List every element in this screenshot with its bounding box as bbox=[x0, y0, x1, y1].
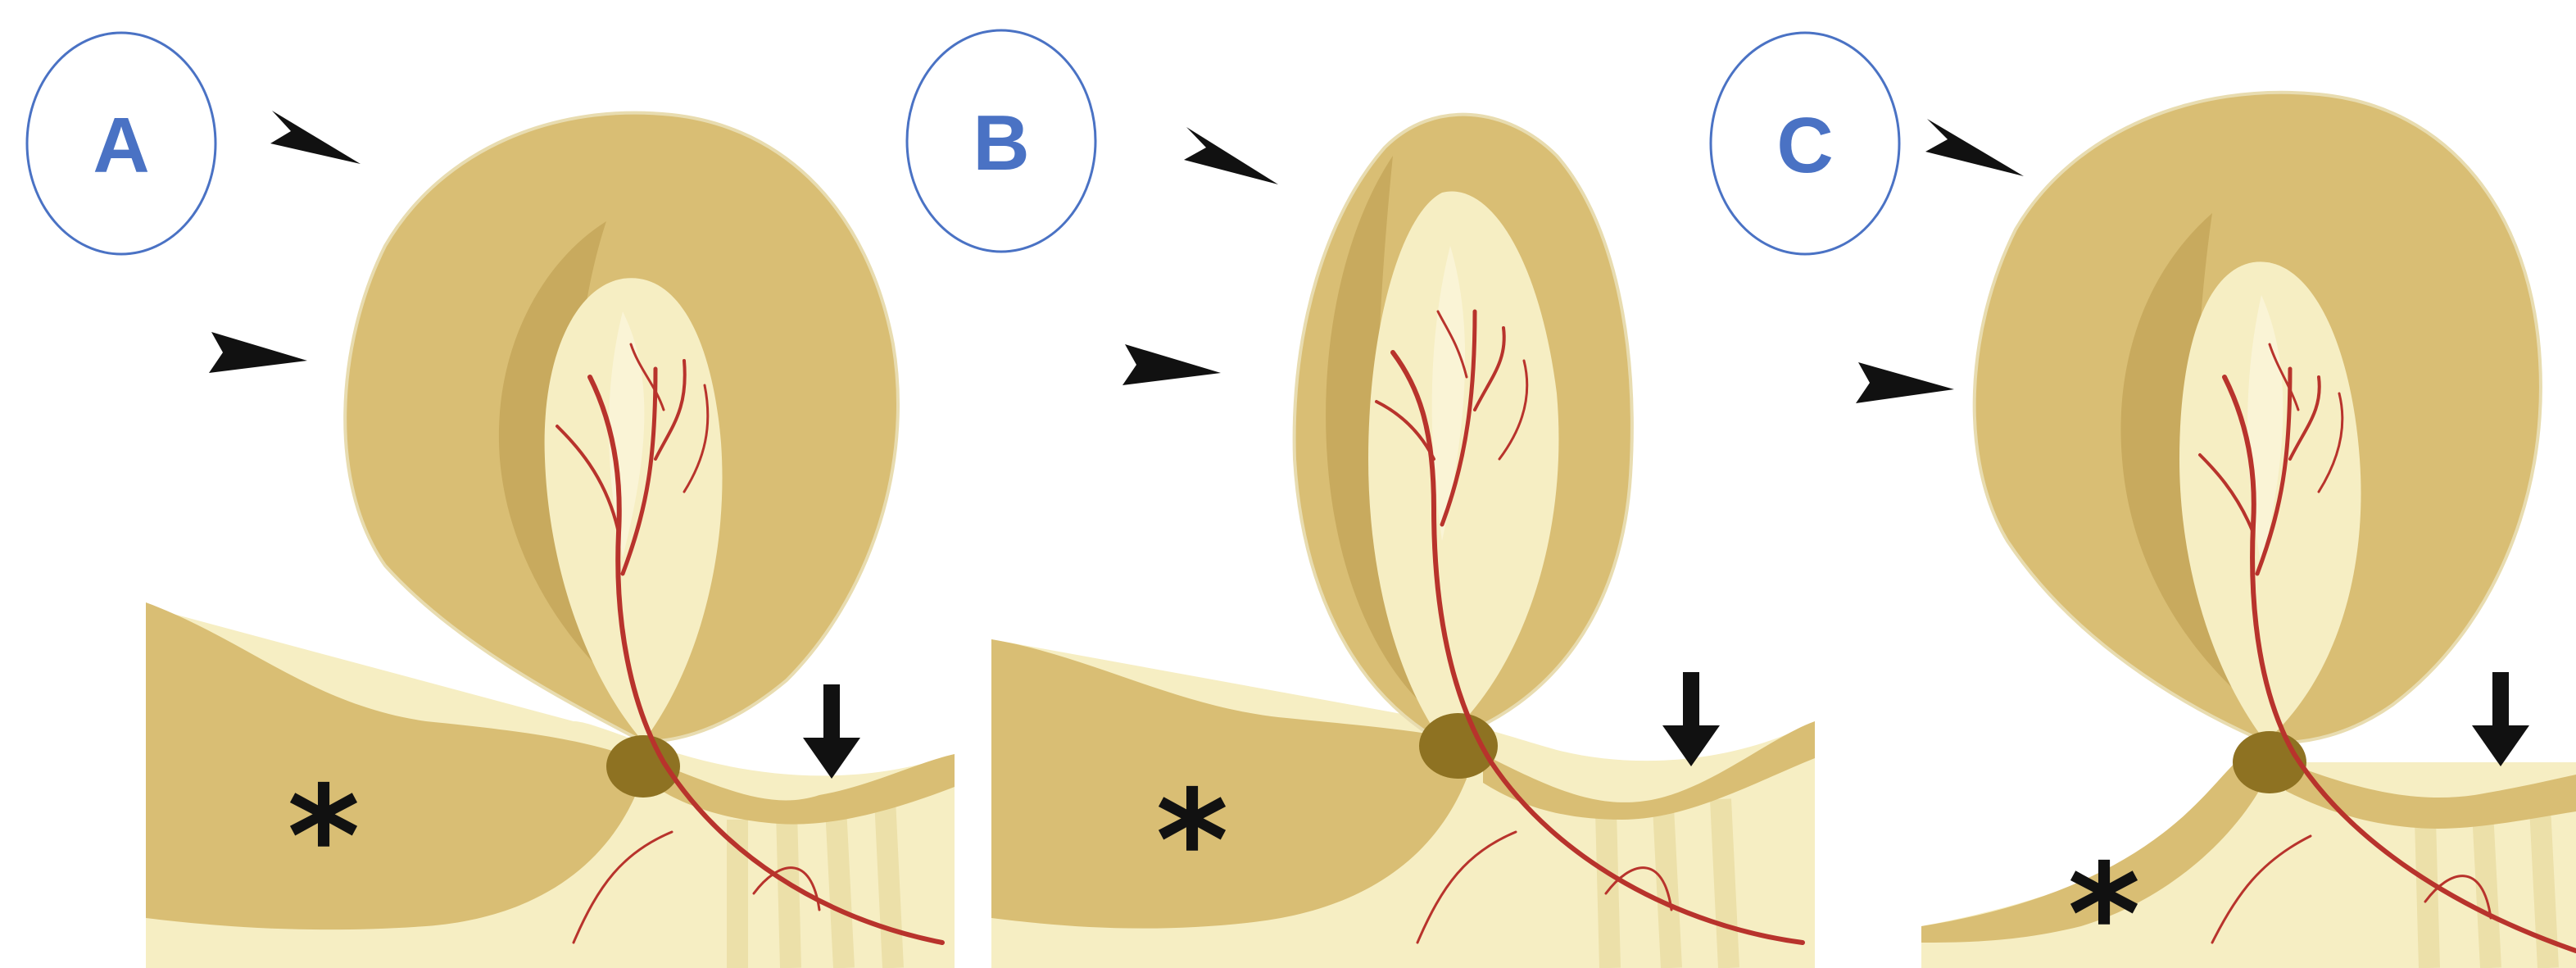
down-arrow-c bbox=[2472, 672, 2529, 766]
arrowhead-lower-c bbox=[1856, 362, 1954, 403]
arrowhead-upper-c bbox=[1925, 119, 2024, 176]
arrowhead-upper-b bbox=[1184, 127, 1278, 184]
down-arrow-b bbox=[1662, 672, 1720, 766]
follicle-b bbox=[1419, 713, 1498, 779]
asterisk-c: * bbox=[2068, 834, 2141, 968]
follicle-c bbox=[2233, 731, 2306, 793]
panel-a: * A bbox=[27, 33, 955, 968]
label-c: C bbox=[1776, 102, 1833, 189]
panel-c: * C bbox=[1711, 33, 2576, 968]
label-a: A bbox=[93, 102, 149, 189]
label-b: B bbox=[973, 99, 1029, 187]
panel-b: * B bbox=[907, 30, 1815, 968]
asterisk-a: * bbox=[288, 757, 361, 919]
arrowhead-lower-a bbox=[209, 332, 307, 373]
arrowhead-upper-a bbox=[270, 111, 361, 164]
asterisk-b: * bbox=[1156, 761, 1229, 923]
arrowhead-lower-b bbox=[1122, 344, 1221, 385]
down-arrow-a bbox=[803, 684, 860, 779]
